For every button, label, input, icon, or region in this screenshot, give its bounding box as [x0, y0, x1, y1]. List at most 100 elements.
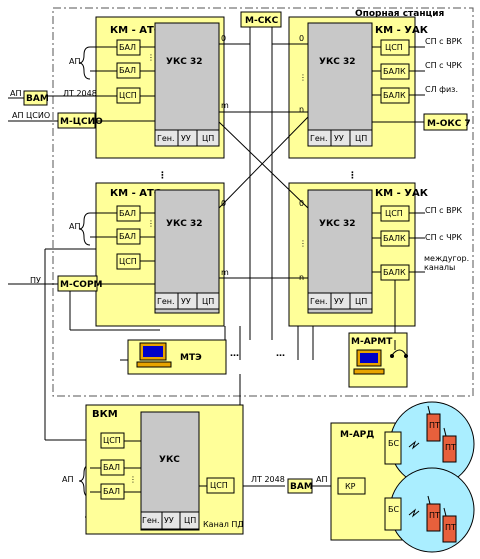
- svg-text:ЦСП: ЦСП: [385, 43, 403, 52]
- svg-text:⋮: ⋮: [299, 239, 307, 248]
- svg-text:Канал ПД: Канал ПД: [203, 520, 244, 529]
- svg-text:М-АРД: М-АРД: [340, 430, 374, 440]
- svg-text:УКС 32: УКС 32: [319, 219, 356, 229]
- svg-text:БАЛ: БАЛ: [119, 232, 136, 241]
- svg-text:ЛТ 2048: ЛТ 2048: [251, 475, 285, 484]
- uks32-block: [154, 22, 220, 147]
- svg-text:0: 0: [221, 34, 226, 43]
- svg-text:⋮: ⋮: [220, 239, 228, 248]
- lightning-icon: [408, 440, 420, 450]
- radio-cell-top: БС ПТ ПТ: [384, 401, 475, 487]
- svg-text:БАЛ: БАЛ: [103, 463, 120, 472]
- km-atc-middle[interactable]: КМ - АТС УКС 32 Ген. УУ ЦП БАЛ БАЛ ЦСП ⋮…: [95, 182, 229, 327]
- svg-text:…: …: [276, 349, 285, 359]
- svg-text:БАЛК: БАЛК: [383, 91, 406, 100]
- svg-text:УУ: УУ: [164, 516, 174, 525]
- svg-text:БАЛК: БАЛК: [383, 234, 406, 243]
- svg-text:М-ЦСИО: М-ЦСИО: [60, 117, 103, 127]
- svg-text:ВАМ: ВАМ: [26, 94, 49, 104]
- svg-text:Ген.: Ген.: [157, 134, 175, 143]
- svg-text:БАЛК: БАЛК: [383, 268, 406, 277]
- svg-text:УУ: УУ: [181, 134, 191, 143]
- svg-text:ЦСП: ЦСП: [119, 257, 137, 266]
- svg-text:ПУ: ПУ: [30, 276, 41, 285]
- svg-text:БС: БС: [388, 505, 399, 514]
- svg-text:ВАМ: ВАМ: [290, 482, 313, 492]
- vam-bottom[interactable]: [287, 478, 313, 494]
- km-uak-middle[interactable]: КМ - УАК УКС 32 Ген. УУ ЦП ЦСП БАЛК БАЛК…: [288, 182, 429, 327]
- svg-text:КМ - УАК: КМ - УАК: [375, 25, 429, 36]
- svg-text:БАЛ: БАЛ: [119, 66, 136, 75]
- svg-text:СП с ЧРК: СП с ЧРК: [425, 61, 462, 70]
- svg-text:⋮: ⋮: [348, 171, 357, 181]
- svg-text:БАЛ: БАЛ: [103, 487, 120, 496]
- svg-text:ВКМ: ВКМ: [92, 409, 118, 420]
- svg-text:АП: АП: [10, 89, 22, 98]
- svg-text:⋮: ⋮: [220, 73, 228, 82]
- svg-text:БС: БС: [388, 439, 399, 448]
- svg-text:каналы: каналы: [424, 263, 455, 272]
- m-sks-module[interactable]: [240, 11, 282, 28]
- svg-text:⋮: ⋮: [299, 73, 307, 82]
- svg-text:ПТ: ПТ: [429, 511, 440, 520]
- svg-text:ПТ: ПТ: [429, 421, 440, 430]
- svg-text:ЦСП: ЦСП: [210, 481, 228, 490]
- svg-text:0: 0: [299, 199, 304, 208]
- svg-text:УКС 32: УКС 32: [166, 219, 203, 229]
- mte-workstation[interactable]: МТЭ: [127, 339, 227, 375]
- svg-text:УУ: УУ: [334, 134, 344, 143]
- svg-text:ЦП: ЦП: [355, 134, 367, 143]
- svg-text:УУ: УУ: [334, 297, 344, 306]
- svg-text:ПТ: ПТ: [445, 443, 456, 452]
- svg-text:Ген.: Ген.: [310, 134, 328, 143]
- svg-text:АП: АП: [69, 222, 81, 231]
- svg-text:n: n: [299, 105, 304, 114]
- svg-text:m: m: [221, 268, 229, 277]
- station-title: Опорная станция: [355, 9, 445, 19]
- svg-text:⋮: ⋮: [147, 53, 155, 62]
- svg-text:СП с ЧРК: СП с ЧРК: [425, 233, 462, 242]
- uks32-label: УКС 32: [166, 57, 203, 67]
- svg-text:СП с ВРК: СП с ВРК: [425, 37, 462, 46]
- svg-text:⋮: ⋮: [158, 171, 167, 181]
- lightning-icon: [408, 508, 420, 518]
- svg-text:М-СОРМ: М-СОРМ: [60, 280, 103, 290]
- svg-text:УКС: УКС: [159, 455, 180, 465]
- svg-text:АП: АП: [69, 57, 81, 66]
- m-armt-workstation[interactable]: М-АРМТ: [348, 332, 408, 388]
- svg-text:АП ЦСИО: АП ЦСИО: [12, 111, 50, 120]
- svg-text:СП с ВРК: СП с ВРК: [425, 206, 462, 215]
- svg-text:СЛ физ.: СЛ физ.: [425, 85, 458, 94]
- vkm-module[interactable]: ВКМ УКС Ген. УУ ЦП ЦСП БАЛ БАЛ ЦСП Канал…: [85, 404, 244, 535]
- m-sks-label: М-СКС: [245, 16, 279, 26]
- svg-text:МТЭ: МТЭ: [180, 353, 202, 363]
- svg-text:ЦП: ЦП: [355, 297, 367, 306]
- svg-text:ПТ: ПТ: [445, 523, 456, 532]
- svg-text:БАЛ: БАЛ: [119, 43, 136, 52]
- svg-text:БАЛК: БАЛК: [383, 67, 406, 76]
- svg-text:m: m: [221, 101, 229, 110]
- svg-text:КР: КР: [345, 482, 356, 491]
- svg-text:ЦСП: ЦСП: [103, 436, 121, 445]
- km-atc-top[interactable]: КМ - АТС УКС 32 Ген. УУ ЦП БАЛ БАЛ ЦСП ⋮…: [95, 16, 229, 159]
- svg-text:Ген.: Ген.: [157, 297, 175, 306]
- svg-text:БАЛ: БАЛ: [119, 209, 136, 218]
- svg-text:М-АРМТ: М-АРМТ: [351, 337, 393, 347]
- svg-text:ЦСП: ЦСП: [119, 91, 137, 100]
- svg-text:КМ - АТС: КМ - АТС: [110, 188, 161, 199]
- module-title: КМ - АТС: [110, 25, 161, 36]
- svg-text:Ген.: Ген.: [142, 516, 160, 525]
- svg-text:АП: АП: [316, 475, 328, 484]
- svg-text:Ген.: Ген.: [310, 297, 328, 306]
- svg-text:УУ: УУ: [181, 297, 191, 306]
- svg-text:…: …: [230, 349, 239, 359]
- svg-text:ЦП: ЦП: [202, 297, 214, 306]
- km-uak-top[interactable]: КМ - УАК УКС 32 Ген. УУ ЦП ЦСП БАЛК БАЛК…: [288, 16, 429, 159]
- svg-text:ЦП: ЦП: [184, 516, 196, 525]
- svg-text:0: 0: [299, 34, 304, 43]
- svg-text:⋮: ⋮: [129, 475, 137, 484]
- svg-text:М-ОКС 7: М-ОКС 7: [427, 119, 471, 129]
- svg-text:ЦСП: ЦСП: [385, 209, 403, 218]
- radio-cell-bottom: БС ПТ ПТ: [384, 467, 475, 553]
